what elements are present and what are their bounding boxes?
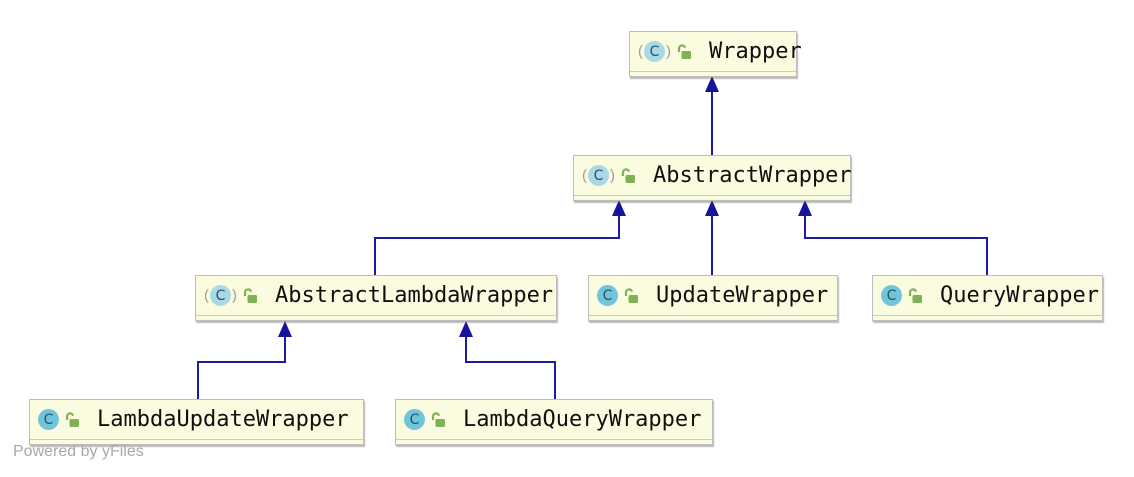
class-node-updatewrapper[interactable]: UpdateWrapper: [588, 275, 838, 321]
abstract-class-icon: [582, 165, 615, 186]
arrowhead-icon: [798, 200, 812, 216]
unlocked-lock-icon: [65, 412, 79, 427]
edge-querywrapper-abstractwrapper: [804, 214, 988, 275]
unlocked-lock-icon: [243, 288, 257, 303]
arrowhead-icon: [278, 321, 292, 337]
edge-lambdaupdatewrapper-abstractlambdawrapper: [197, 336, 286, 399]
class-node-lambdaupdatewrapper[interactable]: LambdaUpdateWrapper: [29, 399, 364, 445]
class-name: LambdaUpdateWrapper: [97, 407, 349, 432]
edge-abstractlambdawrapper-abstractwrapper: [374, 214, 620, 275]
arrowhead-icon: [705, 200, 719, 216]
unlocked-lock-icon: [624, 288, 638, 303]
arrowhead-icon: [459, 321, 473, 337]
class-node-wrapper[interactable]: Wrapper: [629, 31, 802, 77]
unlocked-lock-icon: [621, 168, 635, 183]
edge-lambdaquerywrapper-abstractlambdawrapper: [465, 336, 556, 399]
class-name: AbstractWrapper: [653, 163, 852, 188]
class-name: UpdateWrapper: [656, 283, 829, 308]
class-name: Wrapper: [709, 39, 802, 64]
arrowhead-icon: [705, 76, 719, 92]
class-name: QueryWrapper: [940, 283, 1099, 308]
class-icon: [38, 409, 59, 430]
class-node-querywrapper[interactable]: QueryWrapper: [872, 275, 1103, 321]
class-node-abstractwrapper[interactable]: AbstractWrapper: [573, 155, 852, 201]
abstract-class-icon: [638, 41, 671, 62]
unlocked-lock-icon: [908, 288, 922, 303]
class-icon: [597, 285, 618, 306]
unlocked-lock-icon: [431, 412, 445, 427]
class-node-lambdaquerywrapper[interactable]: LambdaQueryWrapper: [395, 399, 713, 445]
class-node-abstractlambdawrapper[interactable]: AbstractLambdaWrapper: [195, 275, 557, 321]
class-name: AbstractLambdaWrapper: [275, 283, 554, 308]
yfiles-watermark: Powered by yFiles: [13, 443, 144, 460]
class-name: LambdaQueryWrapper: [463, 407, 702, 432]
class-icon: [404, 409, 425, 430]
class-icon: [881, 285, 902, 306]
unlocked-lock-icon: [677, 44, 691, 59]
abstract-class-icon: [204, 285, 237, 306]
arrowhead-icon: [612, 200, 626, 216]
